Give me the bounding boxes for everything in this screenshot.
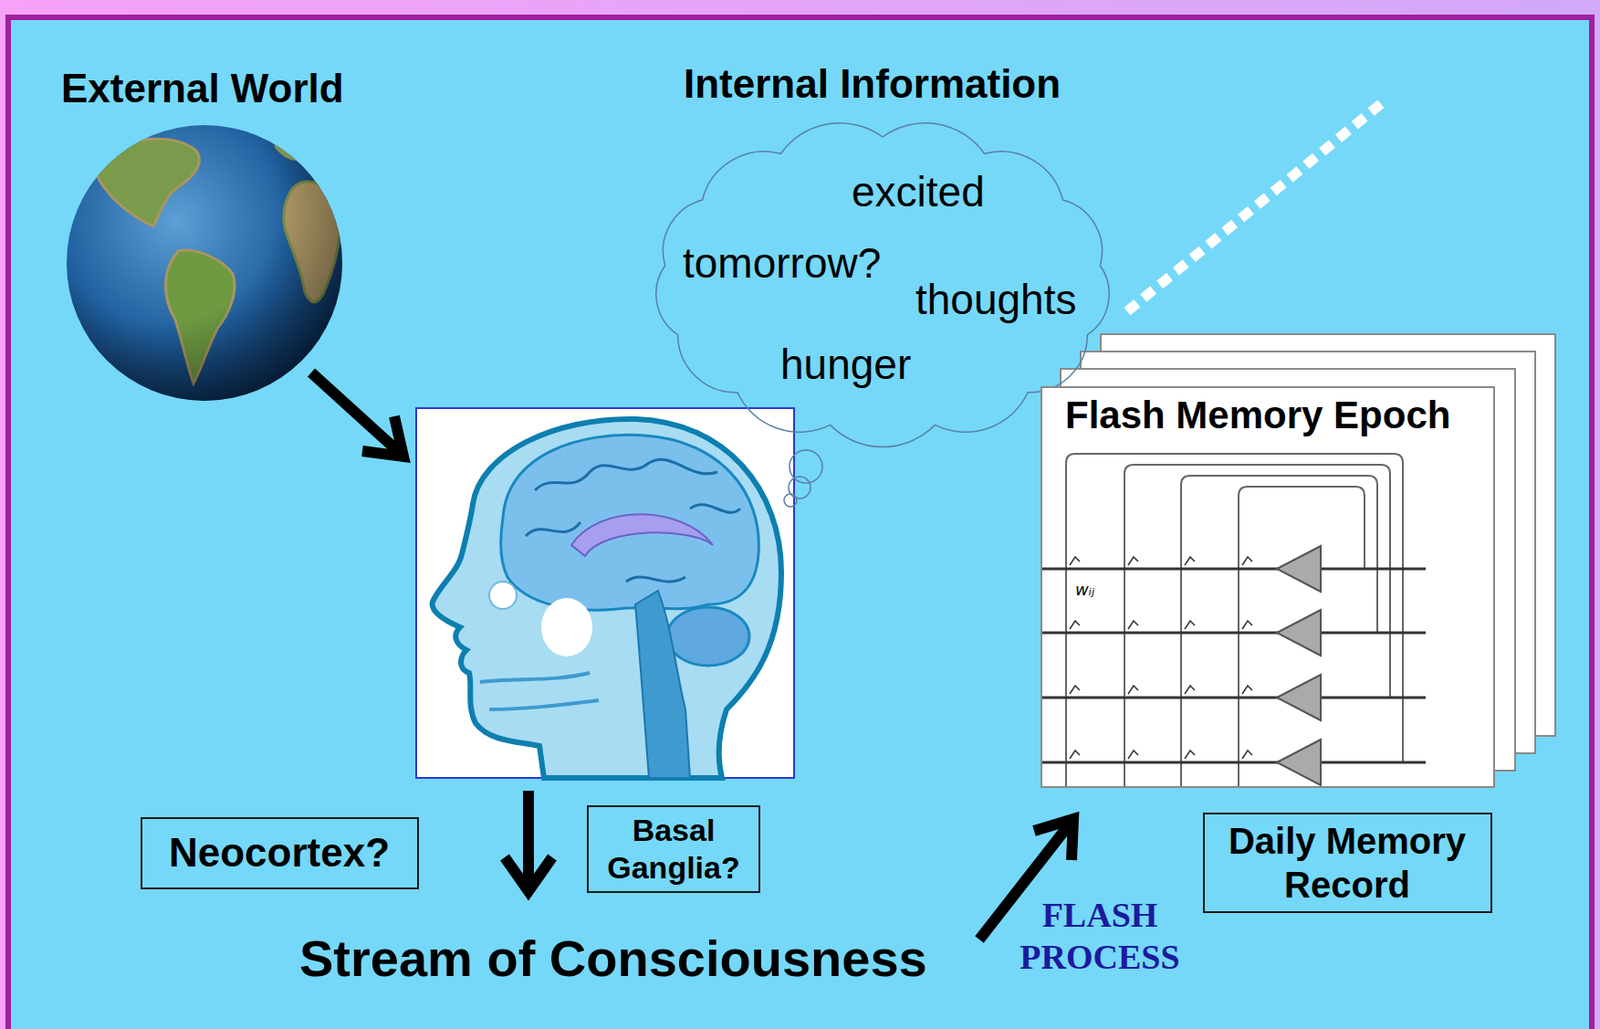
synapse-symbol <box>1128 750 1139 759</box>
amplifier-symbol <box>1276 674 1321 721</box>
section-heading: Stream of Consciousness <box>299 929 928 988</box>
synapse-symbol <box>1128 556 1139 565</box>
thought-bubble <box>784 493 797 507</box>
globe <box>66 125 343 401</box>
globe-ocean <box>66 125 343 401</box>
circuit-schematic <box>1042 387 1494 786</box>
image-frame <box>416 407 795 778</box>
brain-scan <box>416 407 795 778</box>
arrow-head <box>504 857 553 891</box>
panel-frame <box>8 17 1592 1029</box>
label-box: Basal Ganglia? <box>586 805 761 893</box>
amplifier-symbol <box>1276 739 1321 785</box>
process-label: FLASH PROCESS <box>1008 894 1192 978</box>
globe-shade <box>66 125 343 401</box>
synapse-symbol <box>1242 685 1253 694</box>
box-label: Basal Ganglia? <box>596 811 752 887</box>
heading-text: Flash Memory Epoch <box>1065 393 1451 438</box>
synapse-symbol <box>1069 620 1080 629</box>
row-wire <box>1042 631 1426 635</box>
cerebrum <box>501 434 760 610</box>
weight-label: wᵢⱼ <box>1075 580 1095 599</box>
arrow-shaft <box>522 790 534 888</box>
thought-word: excited <box>851 167 985 217</box>
thought-word: tomorrow? <box>682 239 881 288</box>
amplifier-symbol <box>1276 545 1321 592</box>
box-label: Neocortex? <box>168 829 390 877</box>
synapse-symbol <box>1128 685 1139 694</box>
thought-bubble <box>788 476 811 499</box>
brainstem <box>635 590 691 778</box>
brain-folds <box>525 459 741 582</box>
row-wire <box>1042 696 1426 700</box>
label-box: Daily Memory Record <box>1202 812 1493 913</box>
feedback-wire <box>1181 475 1378 786</box>
synapse-symbol <box>1184 685 1195 694</box>
synapse-symbol <box>1242 556 1253 565</box>
section-heading: External World <box>61 65 345 113</box>
corpus-callosum <box>571 513 713 556</box>
heading-text: Internal Information <box>683 62 1061 106</box>
row-wire <box>1042 567 1426 571</box>
thought-word: hunger <box>780 340 911 389</box>
memory-sheet: Flash Memory Epoch wᵢⱼ <box>1040 386 1496 788</box>
arrow-head <box>362 416 404 457</box>
row-wire <box>1042 761 1426 764</box>
synapse-symbol <box>1184 750 1195 759</box>
thought-word: thoughts <box>915 275 1077 325</box>
feedback-wire <box>1124 464 1391 786</box>
arrows <box>311 372 1074 940</box>
head-outline <box>432 418 782 778</box>
synapse-symbol <box>1069 750 1080 759</box>
feedback-wire <box>1066 453 1403 786</box>
dotted-line <box>1127 102 1383 312</box>
eye <box>489 581 517 609</box>
sinus <box>541 597 593 657</box>
cerebellum <box>667 606 750 666</box>
label-box: Neocortex? <box>140 816 419 889</box>
synapse-symbol <box>1184 620 1195 629</box>
synapse-symbol <box>1242 620 1253 629</box>
synapse-symbol <box>1184 556 1195 565</box>
synapse-symbol <box>1069 685 1080 694</box>
amplifier-symbol <box>1276 609 1321 656</box>
arrow-head <box>1034 818 1074 860</box>
synapse-symbol <box>1242 750 1253 759</box>
box-label: Daily Memory Record <box>1213 818 1482 907</box>
synapse-symbol <box>1069 556 1080 565</box>
synapse-symbol <box>1128 620 1139 629</box>
feedback-wire <box>1238 486 1365 786</box>
arrow-shaft <box>311 372 400 453</box>
mouth-lines <box>480 672 599 710</box>
